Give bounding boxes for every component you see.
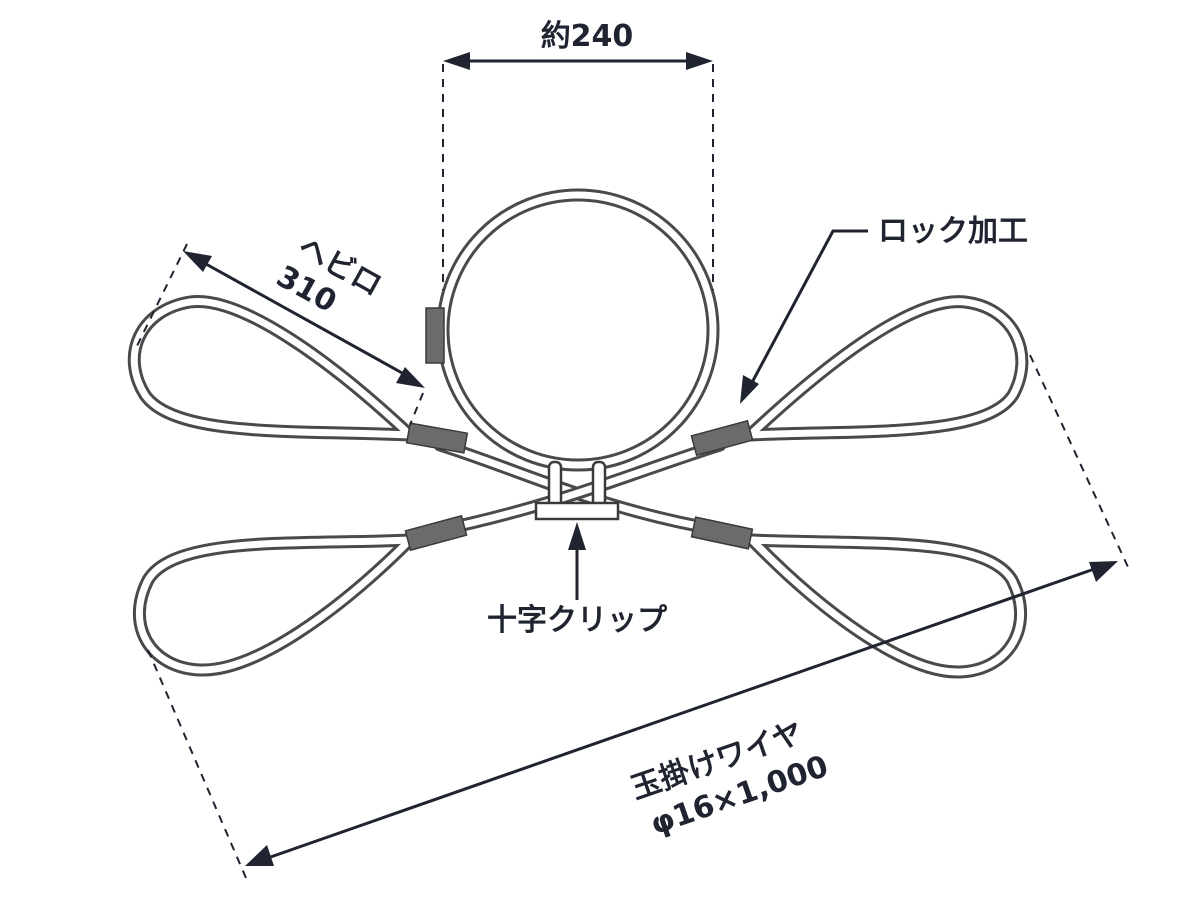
sleeve-lower-left [404, 514, 468, 552]
callout-lock: ロック加工 [740, 214, 1028, 404]
sleeve-upper-left [405, 422, 469, 454]
sleeve-ring [425, 307, 445, 364]
cross-clip [534, 460, 620, 521]
sleeve-lower-right [690, 516, 754, 550]
lock-label: ロック加工 [878, 214, 1028, 249]
strand-ur-ll [433, 295, 1029, 537]
sleeve-upper-right [690, 419, 754, 457]
diameter-label: 約240 [541, 19, 634, 54]
wire-rope [127, 188, 1029, 679]
callout-clip: 十字クリップ [487, 522, 668, 638]
lock-sleeves [404, 307, 754, 552]
dimension-diameter: 約240 [442, 19, 714, 290]
clip-label: 十字クリップ [487, 603, 668, 638]
